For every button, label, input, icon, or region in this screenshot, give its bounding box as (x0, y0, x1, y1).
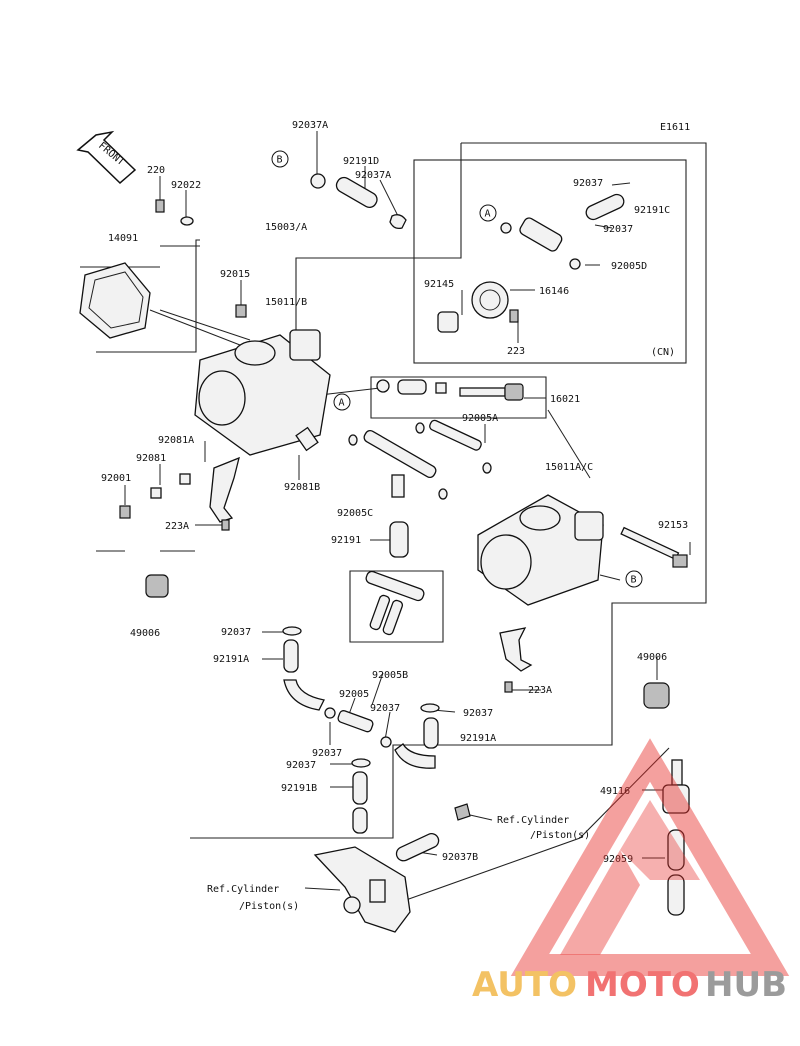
part-label: 92037B (442, 852, 478, 863)
part-label: 92037A (292, 120, 328, 131)
part-label: 92191C (634, 205, 670, 216)
part-label: 92191B (281, 783, 317, 794)
fuel-tee-92005a (415, 419, 492, 474)
part-label: 14091 (108, 233, 138, 244)
part-label: 92037 (312, 748, 342, 759)
watermark-text-hub: HUB (705, 965, 787, 1005)
needle-jet-16021 (376, 379, 524, 401)
part-label: 92037A (355, 170, 391, 181)
part-label: 220 (147, 165, 165, 176)
part-label: 92191A (460, 733, 496, 744)
brackets (209, 456, 533, 693)
lower-hoses (282, 626, 471, 862)
figure-code: E1611 (660, 122, 690, 133)
part-label: 92081 (136, 453, 166, 464)
fuel-tee-92005c (348, 429, 448, 558)
callout-a-1: A (333, 393, 351, 411)
cover-frame (96, 239, 200, 353)
engine-reference (313, 846, 411, 933)
part-label: 92037 (370, 703, 400, 714)
springs-92081 (119, 426, 319, 519)
bolt-92153 (620, 526, 688, 568)
ref-note-right: /Piston(s) (530, 830, 590, 841)
part-label: 92059 (603, 854, 633, 865)
callout-a-2: A (479, 204, 497, 222)
screw-220 (155, 199, 194, 226)
part-label: 92037 (463, 708, 493, 719)
part-label: 92005A (462, 413, 498, 424)
part-label: 92037 (603, 224, 633, 235)
part-label: 92022 (171, 180, 201, 191)
carburetor-15011ac (477, 494, 604, 606)
part-label: 92015 (220, 269, 250, 280)
leader-lines (124, 131, 691, 891)
part-label: 49006 (130, 628, 160, 639)
reference-notes: Ref.Cylinder /Piston(s) Ref.Cylinder /Pi… (207, 815, 590, 912)
main-assembly-frame (190, 142, 707, 839)
front-direction-arrow: FRONT (76, 130, 137, 185)
part-label: 92005B (372, 670, 408, 681)
fuel-tee-detail (365, 570, 425, 636)
callout-b-2: B (625, 570, 643, 588)
ref-note-right: Ref.Cylinder (497, 815, 569, 826)
mount-rubber-49006 (145, 574, 670, 709)
svg-text:A: A (339, 398, 345, 409)
part-label: 15011/B (265, 297, 307, 308)
part-label: 92081B (284, 482, 320, 493)
cn-variant-box (413, 159, 687, 364)
callout-b-1: B (271, 150, 289, 168)
cn-diaphragm-16146 (437, 193, 625, 333)
part-label: 92005D (611, 261, 647, 272)
part-label: 15011A/C (545, 462, 593, 473)
part-label: 16021 (550, 394, 580, 405)
part-label: 15003/A (265, 222, 307, 233)
main-assembly-frame-left (295, 143, 462, 350)
part-label: 92037 (286, 760, 316, 771)
part-label: 92005C (337, 508, 373, 519)
ref-note-left: /Piston(s) (239, 901, 299, 912)
fuel-tee-detail-box (349, 570, 444, 643)
part-label: 49006 (637, 652, 667, 663)
part-label: 92191 (331, 535, 361, 546)
part-label: 49116 (600, 786, 630, 797)
part-label: 223A (528, 685, 552, 696)
part-label: 92037 (221, 627, 251, 638)
svg-text:A: A (485, 209, 491, 220)
part-label: 92191D (343, 156, 379, 167)
ref-note-left: Ref.Cylinder (207, 884, 279, 895)
part-label: 92037 (573, 178, 603, 189)
vent-hose-92191d (310, 173, 407, 230)
carb-cover-14091 (79, 262, 151, 339)
part-label: 223A (165, 521, 189, 532)
part-label: 92191A (213, 654, 249, 665)
needle-jet-box (370, 376, 547, 419)
variant-note: (CN) (651, 347, 675, 358)
svg-text:B: B (277, 155, 283, 166)
part-labels: 92037A 92191D 92037A 220 92022 14091 150… (101, 120, 688, 865)
part-label: 223 (507, 346, 525, 357)
carburetor-15011b (194, 304, 331, 456)
watermark-logo-icon (510, 738, 790, 976)
part-label: 92081A (158, 435, 194, 446)
part-label: 92153 (658, 520, 688, 531)
part-label: 16146 (539, 286, 569, 297)
svg-text:B: B (631, 575, 637, 586)
part-label: 92001 (101, 473, 131, 484)
watermark-text-auto: AUTO (472, 965, 577, 1005)
part-label: 92005 (339, 689, 369, 700)
part-label: 92145 (424, 279, 454, 290)
vent-parts-49116 (662, 759, 690, 916)
automotohub-watermark: AUTO MOTO HUB (472, 738, 790, 1005)
watermark-text-moto: MOTO (585, 965, 700, 1005)
